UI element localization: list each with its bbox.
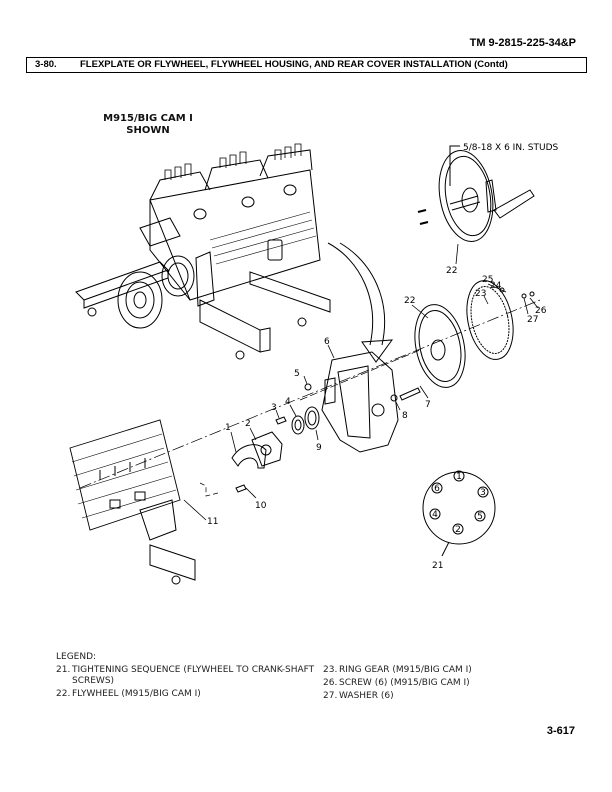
callout-4: 4 — [285, 397, 291, 407]
sequence-5: 5 — [477, 512, 483, 522]
legend-title: LEGEND: — [56, 652, 97, 662]
callout-5: 5 — [294, 369, 300, 379]
part-1-seal — [231, 444, 267, 469]
callout-8: 8 — [402, 411, 408, 421]
sequence-3: 3 — [480, 488, 486, 498]
part-9-gasket — [304, 406, 320, 430]
legend-item-number: 21. — [56, 665, 71, 675]
part-26-screw — [529, 291, 535, 297]
callout-22: 22 — [404, 296, 415, 306]
legend-item: 27. WASHER (6) — [323, 691, 593, 702]
callout-23: 23 — [475, 289, 486, 299]
callout-6: 6 — [324, 337, 330, 347]
callout-25: 25 — [482, 275, 493, 285]
callout-11: 11 — [207, 517, 218, 527]
sequence-4: 4 — [432, 510, 438, 520]
legend-item-number: 22. — [56, 689, 71, 699]
page-number: 3-617 — [546, 725, 575, 737]
legend-item-text: TIGHTENING SEQUENCE (FLYWHEEL TO CRANK-S… — [72, 665, 315, 686]
callout-3: 3 — [271, 403, 277, 413]
part-10-dowel — [235, 484, 247, 493]
callout-10: 10 — [255, 501, 267, 511]
callout-1: 1 — [225, 423, 231, 433]
legend-item-text: FLYWHEEL (M915/BIG CAM I) — [72, 689, 201, 699]
callout-9: 9 — [316, 443, 322, 453]
section-title: FLEXPLATE OR FLYWHEEL, FLYWHEEL HOUSING,… — [80, 59, 508, 70]
part-5-nut — [304, 383, 312, 391]
tightening-sequence-diagram: 1 3 5 2 4 6 — [422, 470, 496, 557]
flywheel-with-studs-illustration — [417, 145, 535, 243]
callout-26: 26 — [535, 306, 547, 316]
part-3-screw — [275, 416, 287, 425]
part-23-ring-gear — [466, 280, 514, 360]
figure-caption-line2: SHOWN — [126, 125, 169, 136]
figure-caption-line1: M915/BIG CAM I — [103, 113, 193, 124]
section-number: 3-80. — [35, 59, 57, 70]
callout-21: 21 — [432, 561, 443, 571]
legend-item-number: 23. — [323, 665, 338, 675]
sequence-6: 6 — [434, 484, 440, 494]
legend: LEGEND: 21. TIGHTENING SEQUENCE (FLYWHEE… — [56, 652, 472, 701]
callout-22-top: 22 — [446, 266, 457, 276]
callout-7: 7 — [425, 400, 431, 410]
legend-item: 26. SCREW (6) (M915/BIG CAM I) — [323, 678, 593, 689]
callout-27: 27 — [527, 315, 538, 325]
legend-item-text: WASHER (6) — [339, 691, 394, 701]
legend-item-text: RING GEAR (M915/BIG CAM I) — [339, 665, 472, 675]
sequence-1: 1 — [456, 472, 462, 482]
legend-item: 23. RING GEAR (M915/BIG CAM I) — [323, 665, 593, 676]
engine-on-stand-illustration — [75, 143, 331, 360]
legend-item: 21. TIGHTENING SEQUENCE (FLYWHEEL TO CRA… — [56, 665, 326, 687]
legend-column-left: 21. TIGHTENING SEQUENCE (FLYWHEEL TO CRA… — [56, 665, 326, 702]
callout-24: 24 — [490, 281, 502, 291]
legend-item-text: SCREW (6) (M915/BIG CAM I) — [339, 678, 470, 688]
exploded-view-figure: M915/BIG CAM I SHOWN — [0, 80, 612, 640]
document-id: TM 9-2815-225-34&P — [469, 37, 576, 49]
part-22-flywheel — [414, 304, 466, 388]
legend-item-number: 26. — [323, 678, 338, 688]
studs-label: 5/8-18 X 6 IN. STUDS — [463, 143, 558, 153]
engine-block-rear-illustration — [69, 419, 196, 585]
callout-2: 2 — [245, 419, 251, 429]
sequence-2: 2 — [455, 525, 461, 535]
legend-column-right: 23. RING GEAR (M915/BIG CAM I) 26. SCREW… — [323, 665, 593, 704]
legend-item-number: 27. — [323, 691, 338, 701]
legend-item: 22. FLYWHEEL (M915/BIG CAM I) — [56, 689, 326, 700]
part-4-seal — [291, 415, 305, 435]
part-7-8-screw-washer — [390, 387, 421, 402]
part-2-rear-cover — [251, 431, 283, 467]
flywheel-housing-part — [321, 351, 399, 453]
section-header: 3-80. FLEXPLATE OR FLYWHEEL, FLYWHEEL HO… — [26, 57, 587, 73]
part-27-washer — [521, 293, 527, 299]
curved-arrow — [327, 242, 394, 363]
